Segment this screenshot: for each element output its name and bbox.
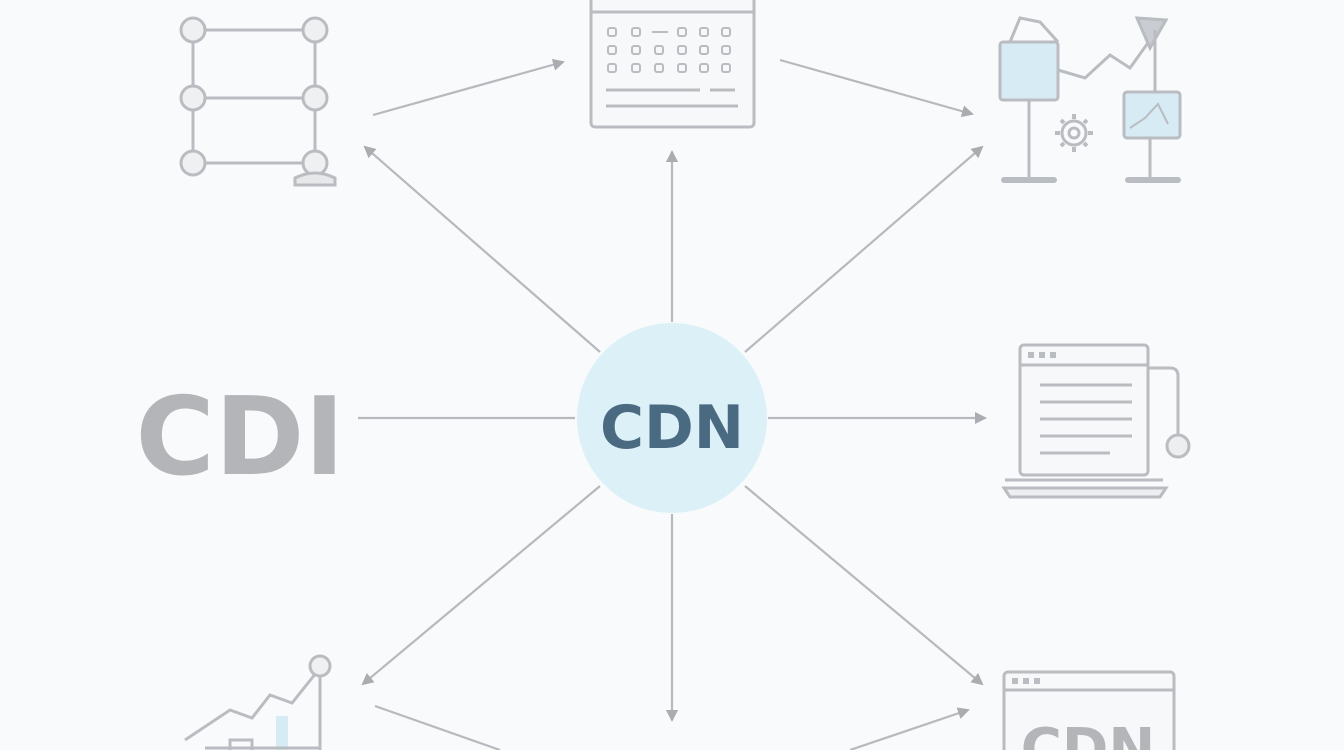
arrow-top-left-to-top-center	[372, 58, 565, 117]
growth-chart-icon	[184, 654, 332, 750]
center-label: CDN	[600, 393, 744, 463]
cdn-browser-window-icon	[1002, 670, 1176, 750]
line-bottom-left-out	[374, 704, 501, 750]
arrow-to-top-left	[363, 145, 601, 353]
connector-arrows	[358, 58, 987, 750]
bottom-right-window-label: CDN	[1021, 717, 1155, 750]
arrow-bottom-to-bottom-right	[849, 707, 970, 750]
laptop-document-icon	[1001, 343, 1191, 499]
center-node: CDN	[577, 323, 767, 513]
calendar-window-icon	[589, 0, 756, 129]
arrow-to-top-right	[744, 145, 984, 353]
arrow-to-bottom-right	[744, 485, 984, 686]
arrow-to-bottom-left	[361, 485, 601, 686]
left-label: CDI	[135, 375, 344, 500]
network-grid-icon	[179, 16, 337, 187]
analytics-workstation-icon	[998, 16, 1182, 183]
arrow-top-center-to-top-right	[779, 58, 974, 118]
